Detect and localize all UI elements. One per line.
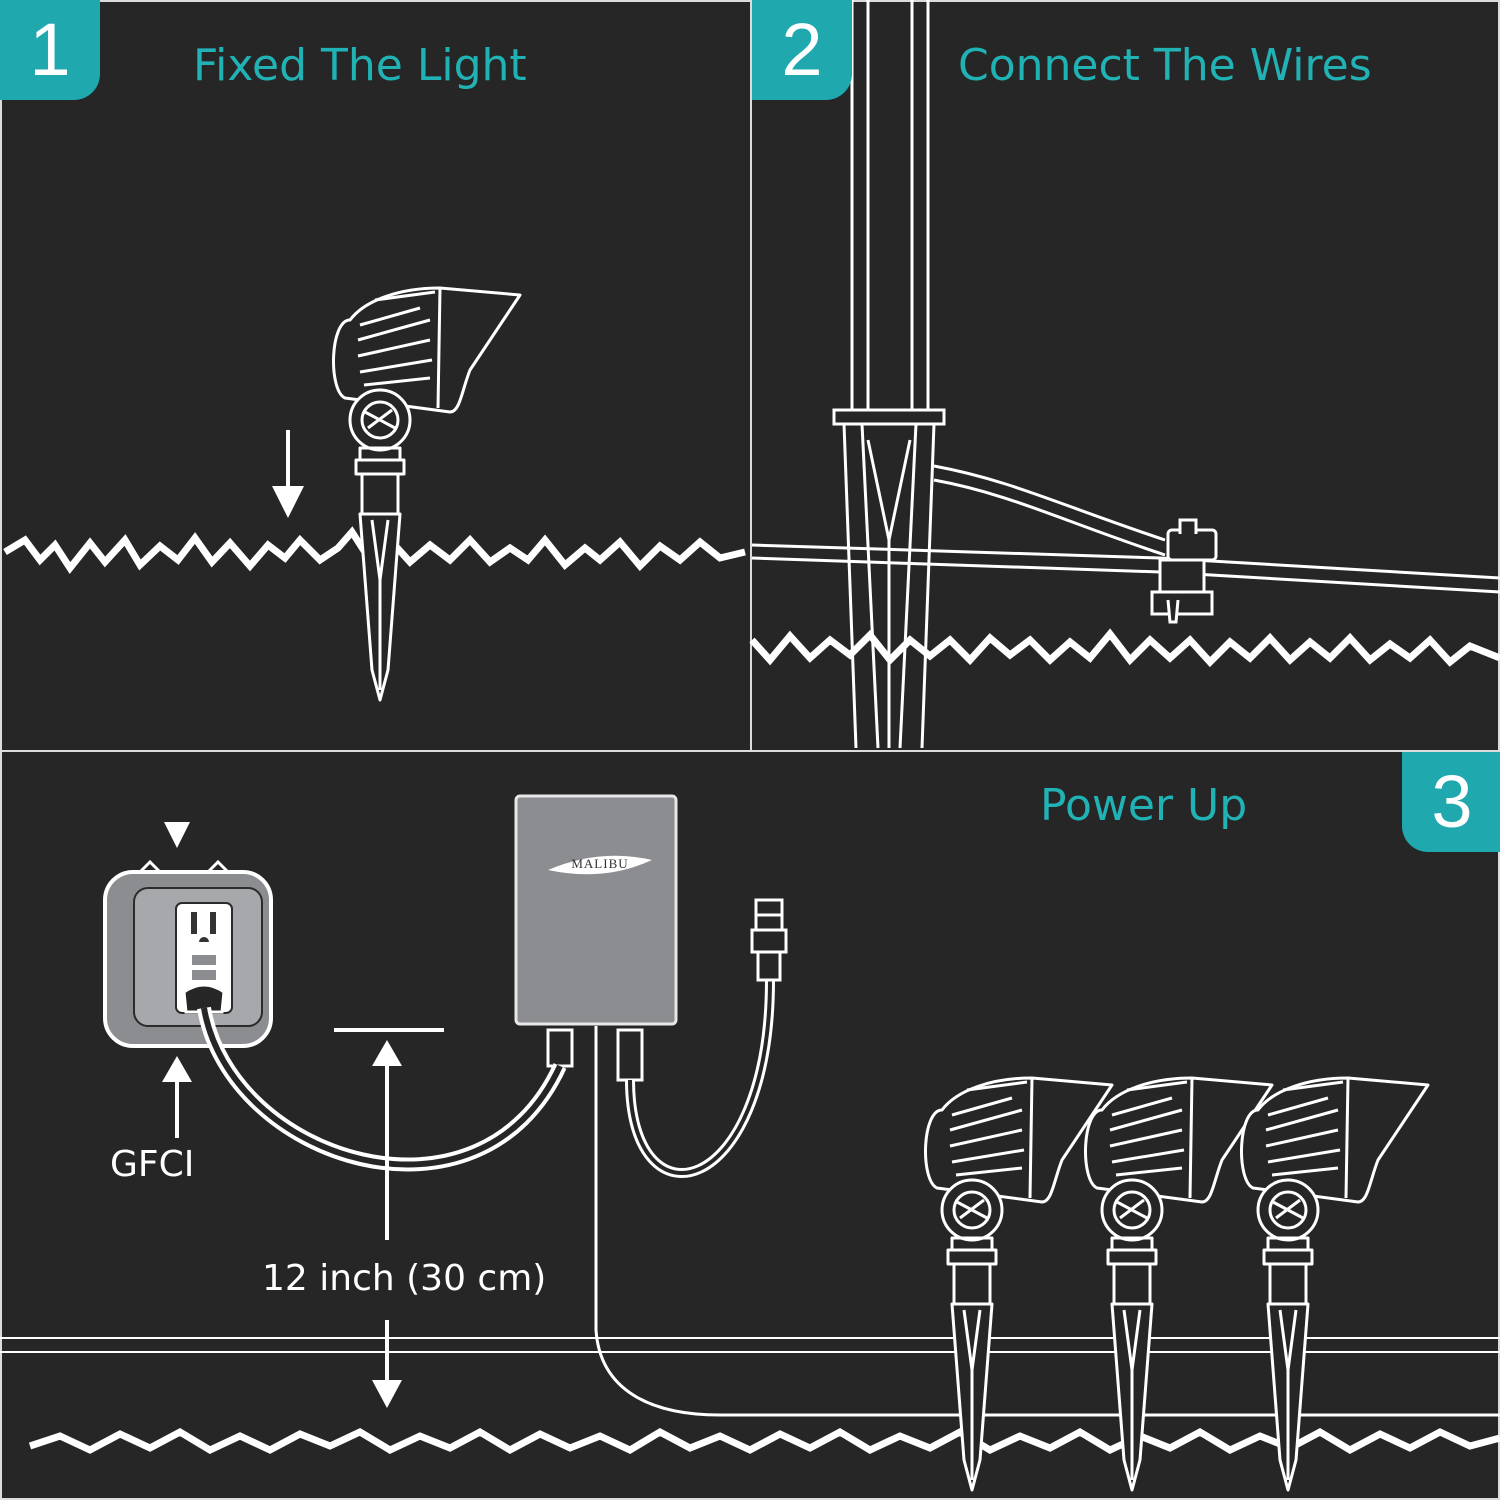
- plug-connector-icon: [750, 898, 788, 982]
- distance-label: 12 inch (30 cm): [258, 1258, 551, 1299]
- gfci-label: GFCI: [110, 1144, 195, 1185]
- panel-step-3: [0, 750, 1500, 1500]
- connector-stake: [832, 0, 946, 749]
- step-2-title: Connect The Wires: [958, 40, 1372, 91]
- step-3-badge: 3: [1402, 752, 1500, 852]
- step-1-title: Fixed The Light: [193, 40, 527, 91]
- spotlight-icon: [1240, 1076, 1430, 1492]
- brand-logo: MALIBU: [571, 856, 629, 871]
- main-line: [594, 1030, 1500, 1417]
- spotlight-icon: [924, 1076, 1114, 1492]
- spotlight-icon: [332, 286, 522, 702]
- ground-line-1: [3, 526, 746, 574]
- wire-connector-icon: [1150, 518, 1218, 624]
- ground-line-3: [28, 1427, 1500, 1455]
- ground-line-2: [749, 628, 1500, 668]
- transformer-icon: [514, 794, 678, 1082]
- gfci-outlet-icon: [103, 859, 273, 1048]
- step-1-badge: 1: [0, 0, 100, 100]
- step-3-title: Power Up: [1040, 780, 1248, 831]
- step-2-badge: 2: [752, 0, 852, 100]
